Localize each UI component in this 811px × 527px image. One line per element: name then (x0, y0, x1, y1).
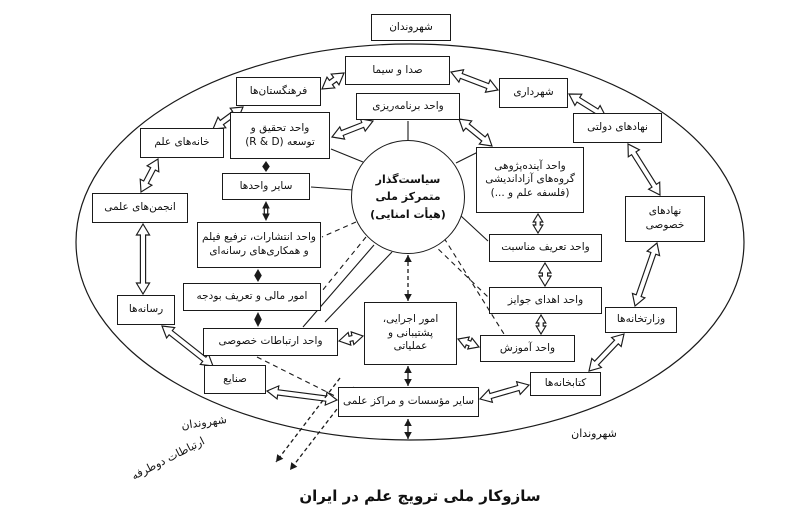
node-farhangestanha: فرهنگستان‌ها (236, 77, 321, 106)
arrowhead (404, 255, 412, 262)
dashed-link (321, 221, 357, 238)
hollow-double-arrow (478, 380, 531, 404)
node-monasebat: واحد تعریف مناسبت (489, 234, 602, 262)
node-javayez: واحد اهدای جوایز (489, 287, 602, 314)
node-ayandeh: واحد آینده‌پژوهی گروه‌های آزاداندیشی (فل… (476, 147, 584, 213)
node-barnamerizi: واحد برنامه‌ریزی (356, 93, 460, 120)
arrowhead (290, 462, 298, 470)
hollow-double-arrow (537, 261, 553, 288)
node-resaneha: رسانه‌ها (117, 295, 175, 325)
node-amoozesh: واحد آموزش (480, 335, 575, 362)
node-khanehaye-elm: خانه‌های علم (140, 128, 224, 158)
central-policymaker-node: سیاست‌گذار متمرکز ملی (هیأت امنایی) (351, 140, 465, 254)
hollow-double-arrow (532, 212, 544, 235)
arrowhead (404, 432, 412, 439)
node-anjomanha: انجمن‌های علمی (92, 193, 188, 223)
hollow-double-arrow (135, 222, 151, 296)
node-ertebatat: واحد ارتباطات خصوصی (203, 328, 338, 356)
arrowhead (254, 269, 262, 276)
arrowhead (262, 166, 270, 172)
node-tahghigh: واحد تحقیق و توسعه (R & D) (230, 112, 330, 159)
arrowhead (276, 454, 284, 462)
node-mali: امور مالی و تعریف بودجه (183, 283, 321, 311)
arrowhead (254, 319, 262, 327)
node-shahrdari: شهرداری (499, 78, 568, 108)
hollow-double-arrow (139, 158, 160, 193)
arrowhead (404, 379, 412, 386)
dashed-link (256, 356, 338, 398)
node-citizens-top: شهروندان (371, 14, 451, 41)
hollow-double-arrow (627, 143, 661, 196)
node-sayer-vahedha: سایر واحدها (222, 173, 310, 200)
node-seda-sima: صدا و سیما (345, 56, 450, 85)
node-ejrayi: امور اجرایی، پشتیبانی و عملیاتی (364, 302, 457, 365)
dashed-link (431, 242, 489, 298)
hollow-double-arrow (456, 336, 481, 350)
solid-link (324, 251, 393, 323)
arrowhead (254, 275, 262, 282)
hollow-double-arrow (458, 118, 493, 147)
node-entesharat: واحد انتشارات، ترفیع فیلم و همکاری‌های ر… (197, 222, 321, 268)
arrowhead (262, 201, 270, 209)
solid-link (460, 215, 489, 242)
arrowhead (262, 213, 270, 221)
node-ketabkhaneha: کتابخانه‌ها (530, 372, 601, 396)
arrowhead (404, 366, 412, 373)
citizens-label-bottom-right: شهروندان (571, 427, 617, 440)
node-sanaye: صنایع (204, 365, 266, 394)
solid-link (330, 148, 364, 163)
thin-arrow-shaft (275, 377, 341, 463)
arrowhead (404, 294, 412, 301)
solid-link (310, 186, 354, 191)
hollow-double-arrow (337, 331, 365, 346)
hollow-double-arrow (321, 72, 345, 90)
node-nahad-dolati: نهادهای دولتی (573, 113, 662, 143)
arrowhead (254, 312, 262, 320)
diagram-caption: سازوکار ملی ترویج علم در ایران (299, 487, 541, 505)
node-sayer-moassesat: سایر مؤسسات و مراکز علمی (338, 387, 479, 417)
hollow-double-arrow (265, 384, 339, 407)
arrowhead (404, 419, 412, 426)
hollow-double-arrow (449, 69, 500, 93)
hollow-double-arrow (535, 313, 547, 336)
boundary-ellipse (75, 43, 745, 441)
dashed-link (321, 236, 367, 292)
hollow-double-arrow (631, 241, 661, 308)
hollow-double-arrow (330, 118, 375, 140)
arrowhead (262, 161, 270, 167)
solid-link (455, 151, 479, 164)
node-vezaratkhaneha: وزارتخانه‌ها (605, 307, 677, 333)
solid-link (302, 244, 375, 328)
hollow-double-arrow (588, 333, 625, 372)
node-nahad-khososi: نهادهای خصوصی (625, 196, 705, 242)
dashed-link (443, 237, 505, 335)
